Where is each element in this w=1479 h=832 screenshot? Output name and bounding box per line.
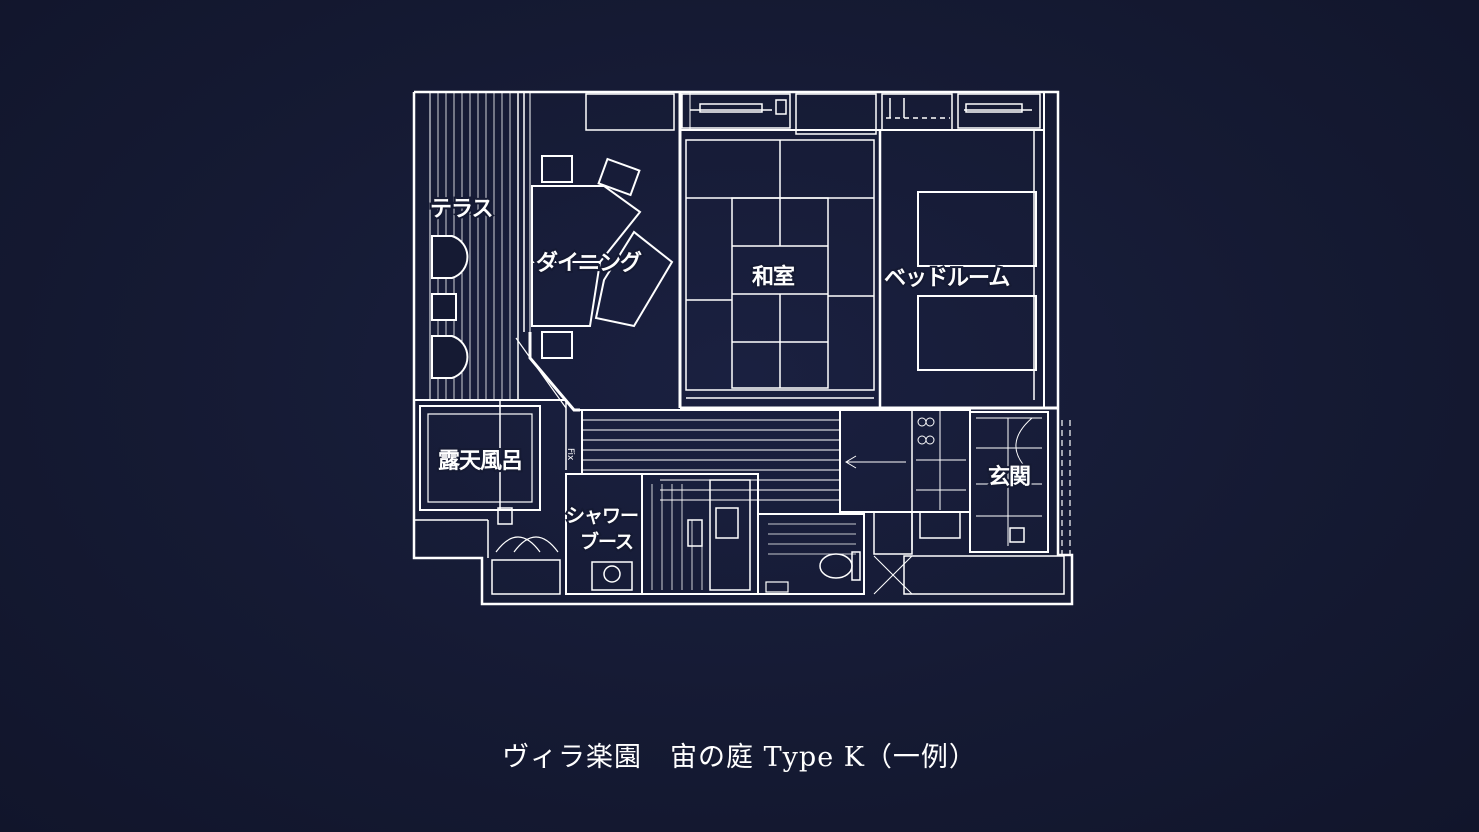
washitsu-area	[680, 129, 880, 410]
plan-caption: ヴィラ楽園 宙の庭 Type K（一例）	[502, 742, 977, 773]
shower-booth-label-line2: ブース	[580, 530, 633, 553]
bedroom-label: ベッドルーム	[884, 266, 1010, 291]
terrace-area	[429, 92, 531, 400]
washitsu-label: 和室	[752, 264, 795, 290]
rotenburo-area	[414, 399, 567, 595]
rotenburo-label: 露天風呂	[438, 449, 522, 474]
bedroom-area	[878, 129, 1058, 410]
shower-booth-label-line1: シャワー	[566, 505, 638, 527]
dining-area	[515, 91, 691, 412]
toilet-area	[757, 513, 865, 595]
terrace-label: テラス	[430, 197, 493, 222]
dining-label: ダイニング	[536, 250, 642, 276]
fix-note: Fix	[565, 448, 575, 461]
genkan-label: 玄関	[988, 464, 1030, 490]
storage-area	[839, 409, 1065, 595]
genkan-area	[969, 411, 1071, 554]
outer-walls	[412, 90, 1074, 606]
